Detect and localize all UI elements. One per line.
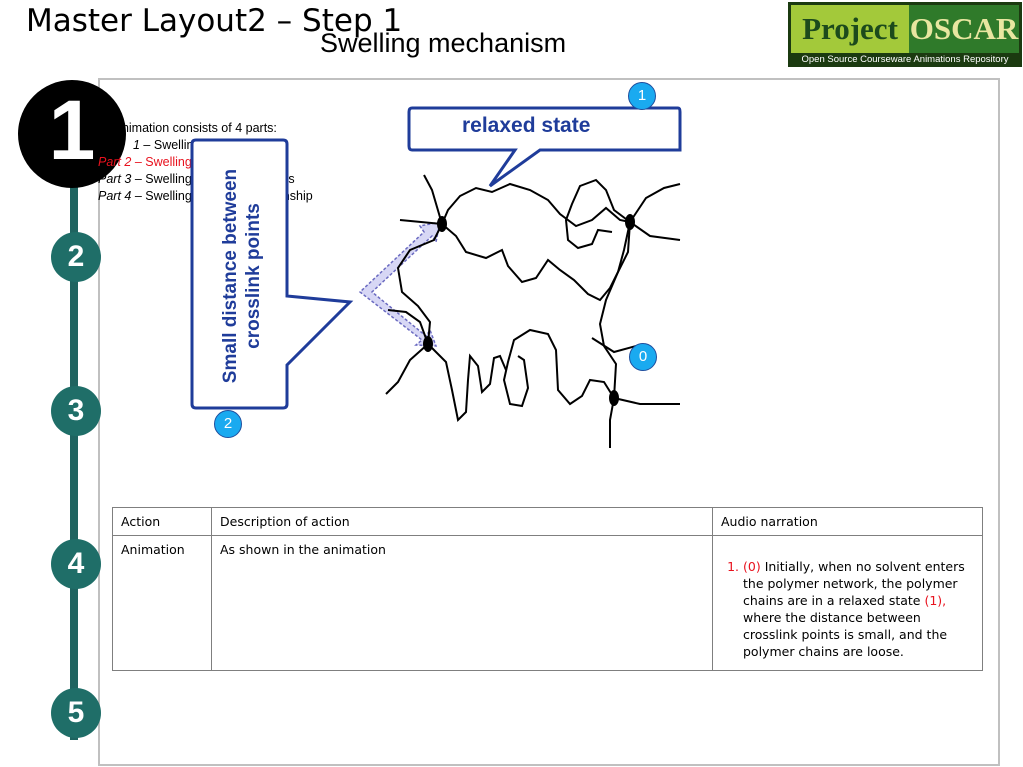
action-table: Action Description of action Audio narra…	[112, 507, 983, 671]
crosslink-points	[423, 214, 635, 406]
distance-arrow	[358, 221, 441, 347]
logo-word-oscar: OSCAR	[909, 5, 1019, 53]
header-action: Action	[112, 507, 212, 536]
step-1-badge[interactable]: 1	[18, 80, 126, 188]
marker-1: 1	[628, 82, 656, 110]
logo-word-project: Project	[791, 5, 909, 53]
table-row: Animation As shown in the animation (0) …	[112, 535, 983, 671]
content-frame	[98, 78, 1000, 766]
cell-action: Animation	[112, 535, 212, 671]
small-distance-label-box: Small distance between crosslink points	[198, 148, 286, 403]
marker-2: 2	[214, 410, 242, 438]
step-3-badge[interactable]: 3	[51, 386, 101, 436]
step-5-badge[interactable]: 5	[51, 688, 101, 738]
master-layout-title: Master Layout2 – Step 1	[26, 3, 403, 39]
relaxed-state-callout	[407, 106, 682, 188]
step-2-badge[interactable]: 2	[51, 232, 101, 282]
small-distance-label: Small distance between crosslink points	[220, 168, 264, 384]
cell-narration: (0) Initially, when no solvent enters th…	[712, 535, 983, 671]
header-description: Description of action	[211, 507, 713, 536]
marker-0: 0	[629, 343, 657, 371]
polymer-chains	[385, 174, 681, 448]
logo-tagline: Open Source Courseware Animations Reposi…	[801, 54, 1009, 65]
relaxed-state-label: relaxed state	[462, 114, 591, 137]
cell-description: As shown in the animation	[211, 535, 713, 671]
small-distance-callout	[190, 138, 354, 410]
narration-item: (0) Initially, when no solvent enters th…	[743, 542, 974, 664]
project-oscar-logo: Project OSCAR Open Source Courseware Ani…	[788, 2, 1022, 67]
step-4-badge[interactable]: 4	[51, 539, 101, 589]
table-header-row: Action Description of action Audio narra…	[112, 507, 983, 536]
page-title: Swelling mechanism	[320, 28, 567, 58]
intro-line: animation consists of 4 parts:	[115, 121, 277, 135]
header-narration: Audio narration	[712, 507, 983, 536]
